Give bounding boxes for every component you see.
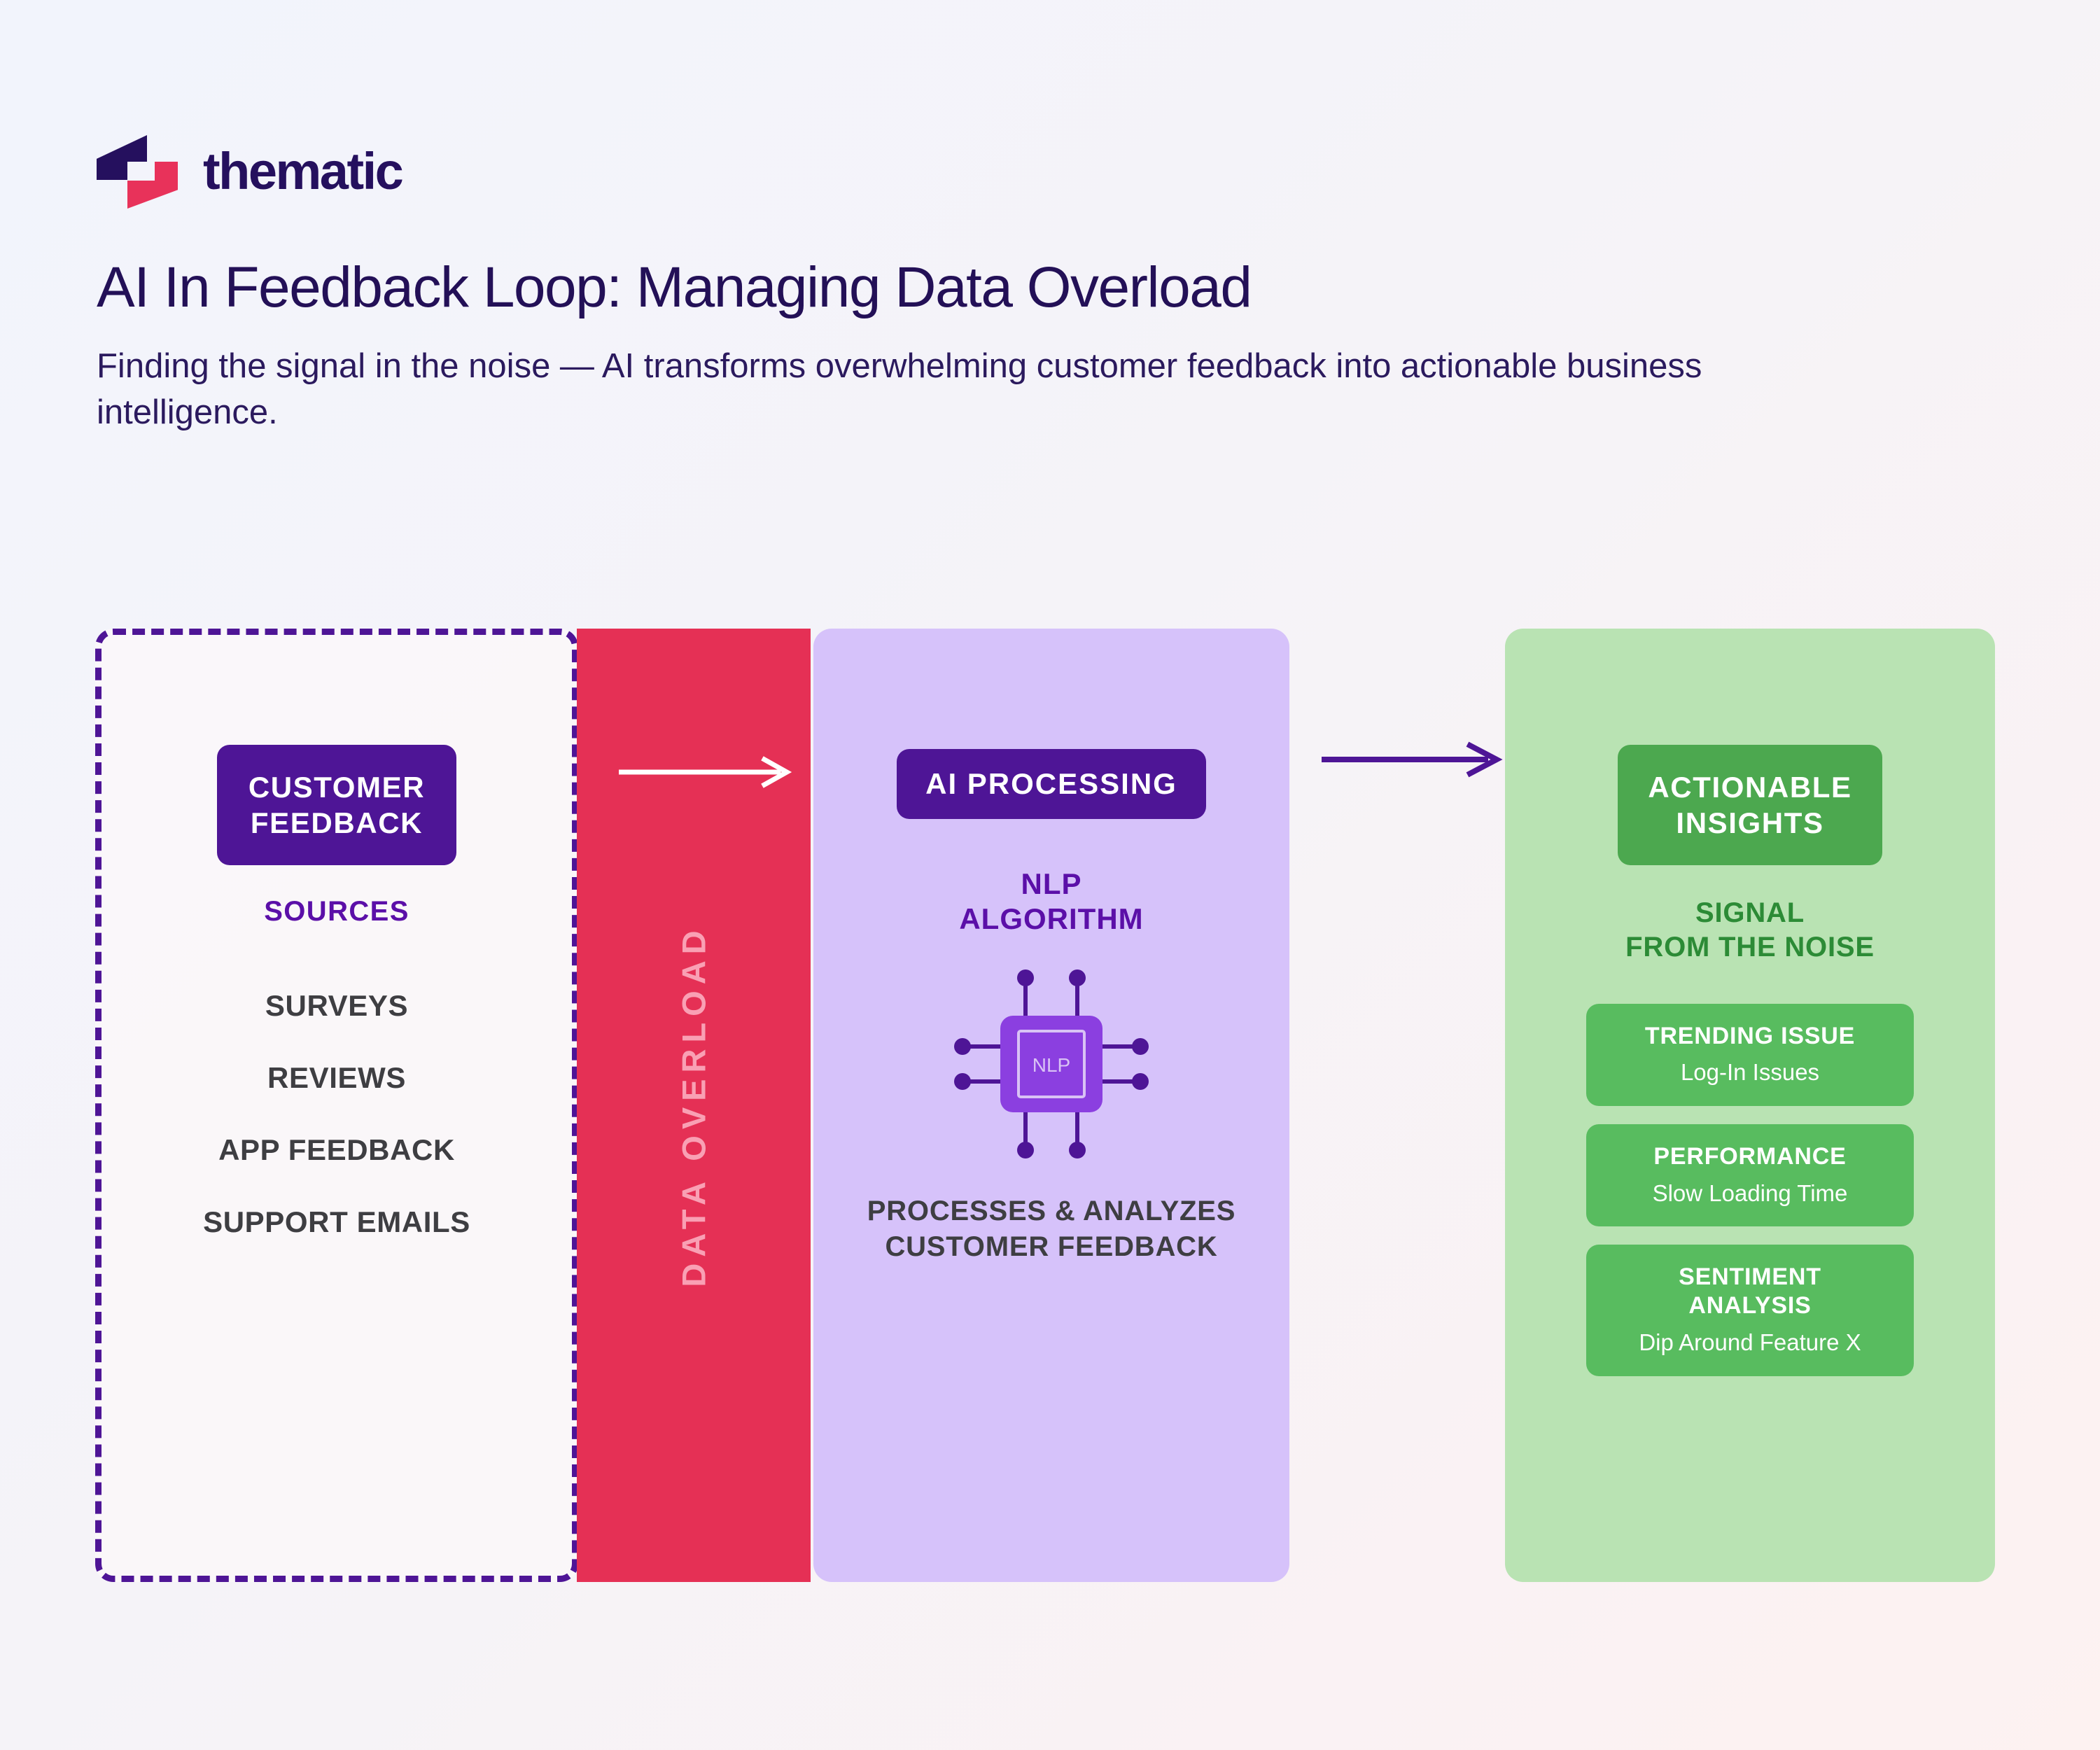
logo-center-notch	[127, 162, 155, 181]
actionable-insights-badge: ACTIONABLE INSIGHTS	[1618, 745, 1882, 865]
insight-card-value: Dip Around Feature X	[1639, 1329, 1861, 1355]
brand-logo: thematic	[97, 130, 1777, 213]
flow-arrow-purple-icon	[1322, 741, 1503, 778]
signal-heading-line1: SIGNAL	[1695, 897, 1805, 928]
customer-feedback-badge-line1: CUSTOMER	[248, 770, 426, 804]
customer-feedback-badge: CUSTOMER FEEDBACK	[217, 745, 456, 865]
customer-feedback-badge-line2: FEEDBACK	[250, 806, 424, 839]
ai-processing-badge: AI PROCESSING	[897, 749, 1206, 819]
source-item-app-feedback: APP FEEDBACK	[218, 1133, 455, 1166]
data-overload-label: DATA OVERLOAD	[675, 923, 713, 1287]
ai-caption-line1: PROCESSES & ANALYZES	[867, 1195, 1236, 1226]
insights-badge-line1: ACTIONABLE	[1648, 770, 1852, 804]
insight-card-title: PERFORMANCE	[1653, 1142, 1847, 1170]
signal-from-noise-heading: SIGNAL FROM THE NOISE	[1625, 896, 1875, 965]
sources-list: SURVEYS REVIEWS APP FEEDBACK SUPPORT EMA…	[203, 989, 470, 1239]
ai-processing-panel: AI PROCESSING NLP ALGORITHM	[813, 629, 1289, 1582]
insight-card-trending-issue: TRENDING ISSUE Log-In Issues	[1586, 1003, 1914, 1106]
insight-card-performance: PERFORMANCE Slow Loading Time	[1586, 1124, 1914, 1227]
source-item-surveys: SURVEYS	[265, 989, 409, 1022]
ai-caption-line2: CUSTOMER FEEDBACK	[885, 1231, 1218, 1262]
source-item-support-emails: SUPPORT EMAILS	[203, 1205, 470, 1238]
nlp-chip-icon: NLP	[950, 969, 1153, 1158]
insight-card-list: TRENDING ISSUE Log-In Issues PERFORMANCE…	[1586, 1003, 1914, 1376]
actionable-insights-panel: ACTIONABLE INSIGHTS SIGNAL FROM THE NOIS…	[1505, 629, 1995, 1582]
flow-arrow-white-icon	[619, 756, 792, 788]
insight-card-title-line2: ANALYSIS	[1688, 1292, 1812, 1320]
brand-wordmark: thematic	[203, 142, 404, 200]
nlp-algorithm-heading: NLP ALGORITHM	[959, 867, 1143, 937]
page-subtitle: Finding the signal in the noise — AI tra…	[97, 346, 1702, 431]
customer-feedback-panel	[95, 629, 578, 1582]
insights-badge-line2: INSIGHTS	[1676, 806, 1824, 839]
customer-feedback-panel-content: CUSTOMER FEEDBACK SOURCES SURVEYS REVIEW…	[95, 629, 578, 1582]
insight-card-title: TRENDING ISSUE	[1644, 1022, 1856, 1049]
insight-card-title-line1: SENTIMENT	[1679, 1264, 1821, 1291]
thematic-logo-mark-icon	[97, 134, 179, 209]
ai-processing-caption: PROCESSES & ANALYZES CUSTOMER FEEDBACK	[867, 1194, 1236, 1265]
insight-card-sentiment-analysis: SENTIMENT ANALYSIS Dip Around Feature X	[1586, 1245, 1914, 1376]
page-header: thematic AI In Feedback Loop: Managing D…	[97, 130, 1777, 435]
source-item-reviews: REVIEWS	[267, 1061, 406, 1094]
signal-heading-line2: FROM THE NOISE	[1625, 931, 1875, 962]
insight-card-value: Slow Loading Time	[1652, 1180, 1848, 1206]
data-overload-label-wrap: DATA OVERLOAD	[577, 629, 811, 1582]
data-overload-band: DATA OVERLOAD	[577, 629, 811, 1582]
nlp-heading-line2: ALGORITHM	[959, 902, 1144, 936]
nlp-heading-line1: NLP	[1021, 867, 1082, 900]
page-title: AI In Feedback Loop: Managing Data Overl…	[97, 255, 1252, 319]
nlp-chip-label: NLP	[1032, 1054, 1070, 1076]
insight-card-value: Log-In Issues	[1680, 1059, 1820, 1086]
sources-label: SOURCES	[264, 896, 410, 927]
